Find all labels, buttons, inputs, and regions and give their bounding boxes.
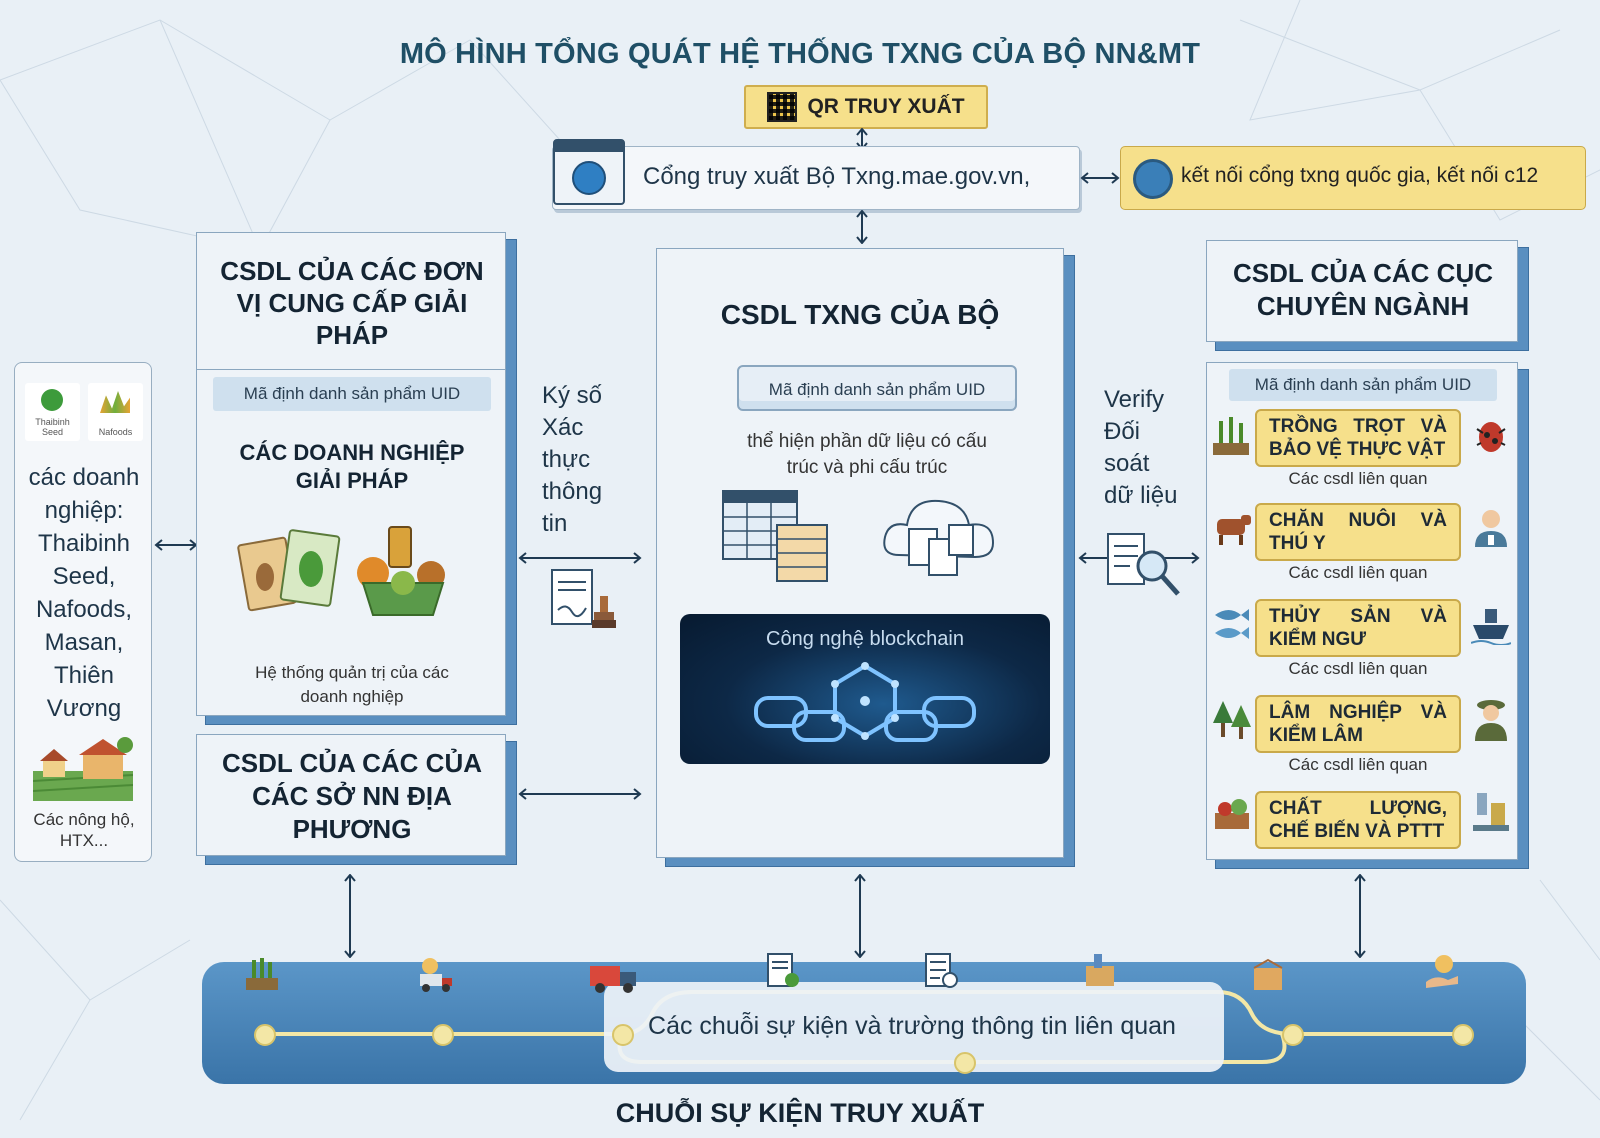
central-db-panel: CSDL TXNG CỦA BỘ Mã định danh sản phẩm U… [656, 248, 1064, 858]
category-crop: TRỒNG TRỌT VÀ BẢO VỆ THỰC VẬT [1255, 409, 1461, 467]
solution-footer: Hệ thống quản trị của các doanh nghiệp [255, 663, 449, 706]
enterprises-text: các doanh nghiệp: Thaibinh Seed, Nafoods… [28, 464, 140, 722]
enterprises-footer: Các nông hộ, HTX... [33, 810, 135, 850]
thaibinh-seed-logo: Thaibinh Seed [25, 383, 80, 441]
dept-db-title: CSDL CỦA CÁC CỤC CHUYÊN NGÀNH [1233, 258, 1493, 321]
produce-icon [1215, 799, 1249, 829]
checklist-icon [925, 953, 958, 988]
dept-db-panel: Mã định danh sản phẩm UID TRỒNG TRỌT VÀ … [1206, 362, 1518, 860]
tree-icon [1213, 701, 1251, 739]
event-chain-timeline: Các chuỗi sự kiện và trường thông tin li… [202, 953, 1526, 1084]
central-uid-badge: Mã định danh sản phẩm UID [737, 365, 1017, 411]
ranger-icon [1475, 700, 1507, 741]
signature-stamp-icon [551, 569, 616, 628]
timeline-label: Các chuỗi sự kiện và trường thông tin li… [648, 1012, 1176, 1040]
bottom-title: CHUỖI SỰ KIỆN TRUY XUẤT [615, 1098, 985, 1128]
retail-box-icon [1253, 958, 1283, 990]
farming-icon [246, 958, 278, 990]
fish-icon [1215, 609, 1249, 639]
qr-label: QR TRUY XUẤT [807, 95, 965, 118]
arrow-local-timeline [344, 874, 356, 958]
central-db-title: CSDL TXNG CỦA BỘ [720, 299, 1000, 330]
category-fishery: THỦY SẢN VÀ KIỂM NGƯ [1255, 599, 1461, 657]
timeline-dot [1452, 1024, 1474, 1046]
unstructured-cloud-icon [883, 499, 995, 576]
structured-table-icon [722, 490, 828, 582]
category-livestock-sub: Các csdl liên quan [1288, 563, 1428, 582]
bug-icon [1476, 422, 1506, 452]
solution-db-title: CSDL CỦA CÁC ĐƠN VỊ CUNG CẤP GIẢI PHÁP [220, 256, 484, 350]
category-crop-sub: Các csdl liên quan [1288, 469, 1428, 488]
arrow-left-solution [154, 539, 198, 551]
crop-icon [1213, 417, 1249, 455]
arrow-portal-central [856, 210, 868, 244]
arrow-solution-central [518, 552, 642, 564]
timeline-track [264, 982, 1462, 1072]
ship-icon [1471, 609, 1511, 645]
enterprises-column: Thaibinh Seed Nafoods các doanh nghiệp: … [14, 362, 152, 862]
seed-packets-icon [237, 529, 341, 612]
blockchain-chain-icon [754, 662, 976, 742]
arrow-local-central [518, 788, 642, 800]
verify-label: Verify Đối soát dữ liệu [1104, 386, 1178, 509]
qr-code-icon [767, 92, 798, 122]
harvest-truck-icon [420, 958, 452, 992]
timeline-dot [432, 1024, 454, 1046]
national-connect-box: kết nối cổng txng quốc gia, kết nối c12 [1120, 146, 1586, 210]
arrow-central-timeline [854, 874, 866, 958]
nafoods-logo: Nafoods [88, 383, 143, 441]
connect-label: kết nối cổng txng quốc gia, kết nối c12 [1181, 164, 1539, 187]
trace-portal-box[interactable]: Cổng truy xuất Bộ Txng.mae.gov.vn, [552, 139, 1080, 210]
arrow-portal-connect [1080, 172, 1120, 184]
certificate-icon [767, 953, 799, 987]
category-livestock: CHĂN NUÔI VÀ THÚ Y [1255, 503, 1461, 561]
timeline-dot [1282, 1024, 1304, 1046]
timeline-dot [254, 1024, 276, 1046]
farm-icon [33, 737, 133, 801]
packaging-icon [1086, 954, 1114, 986]
blockchain-banner: Công nghệ blockchain [680, 614, 1050, 764]
local-db-title: CSDL CỦA CÁC CỦA CÁC SỞ NN ĐỊA PHƯƠNG [222, 748, 482, 844]
quality-scale-icon [1473, 793, 1509, 831]
blockchain-label: Công nghệ blockchain [766, 628, 964, 650]
verify-search-icon [1107, 533, 1180, 596]
dept-uid-badge: Mã định danh sản phẩm UID [1229, 369, 1497, 401]
category-forestry: LÂM NGHIỆP VÀ KIỂM LÂM [1255, 695, 1461, 753]
timeline-dot [612, 1024, 634, 1046]
category-forestry-sub: Các csdl liên quan [1288, 755, 1428, 774]
vet-icon [1475, 510, 1507, 547]
browser-globe-icon [553, 139, 625, 205]
local-db-panel: CSDL CỦA CÁC CỦA CÁC SỞ NN ĐỊA PHƯƠNG [196, 734, 506, 856]
solution-subtitle: CÁC DOANH NGHIỆP GIẢI PHÁP [239, 440, 465, 493]
food-basket-icon [357, 526, 445, 616]
delivery-truck-icon [590, 966, 636, 993]
dept-db-header-panel: CSDL CỦA CÁC CỤC CHUYÊN NGÀNH [1206, 240, 1518, 342]
sign-label: Ký số Xác thực thông tin [542, 382, 603, 537]
solution-uid-badge: Mã định danh sản phẩm UID [213, 377, 491, 411]
arrow-dept-timeline [1354, 874, 1366, 958]
page-title: MÔ HÌNH TỔNG QUÁT HỆ THỐNG TXNG CỦA BỘ N… [399, 38, 1201, 70]
solution-db-panel: CSDL CỦA CÁC ĐƠN VỊ CUNG CẤP GIẢI PHÁP M… [196, 232, 506, 716]
qr-trace-button[interactable]: QR TRUY XUẤT [744, 85, 988, 129]
timeline-dot [954, 1052, 976, 1074]
central-desc: thể hiện phần dữ liệu có cấu trúc và phi… [747, 431, 987, 478]
category-quality: CHẤT LƯỢNG, CHẾ BIẾN VÀ PTTT [1255, 791, 1461, 849]
portal-label: Cổng truy xuất Bộ Txng.mae.gov.vn, [643, 163, 1031, 190]
globe-icon [1133, 159, 1173, 199]
category-fishery-sub: Các csdl liên quan [1288, 659, 1428, 678]
payment-icon [1426, 955, 1458, 988]
cow-icon [1217, 515, 1251, 545]
